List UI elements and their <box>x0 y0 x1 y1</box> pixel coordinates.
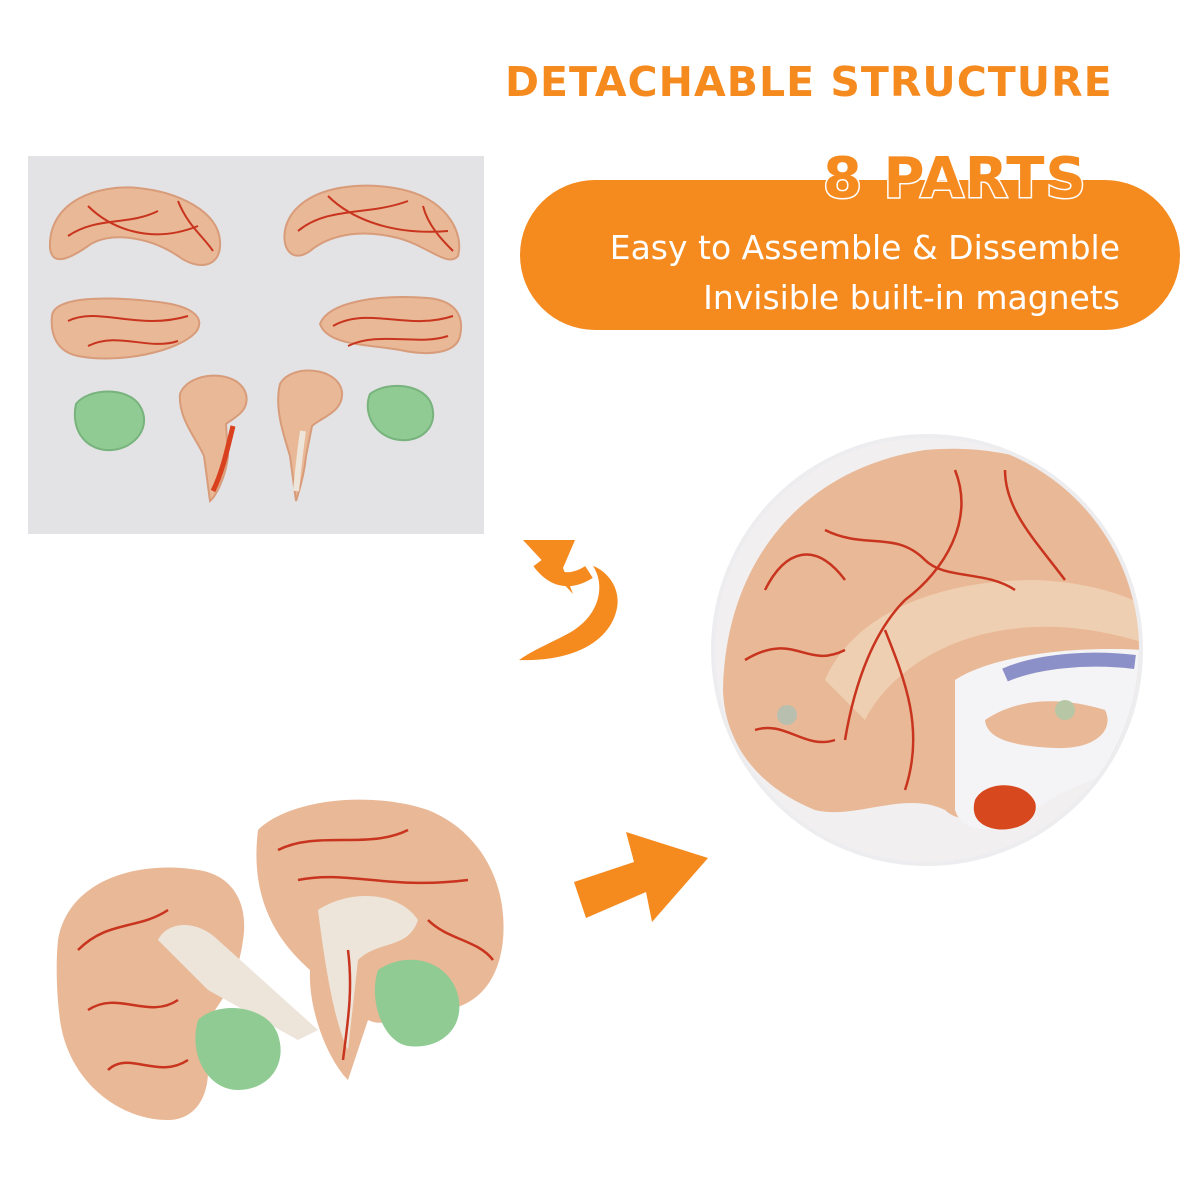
curved-arrow-icon <box>519 540 618 661</box>
brain-piece <box>178 374 248 503</box>
parts-illustration <box>48 184 463 503</box>
cerebellum <box>374 959 460 1047</box>
brain-piece <box>50 297 201 360</box>
parts-count-badge: 8 PARTS <box>822 145 1088 213</box>
parts-panel <box>28 156 484 534</box>
feature-magnets-text: Invisible built-in magnets <box>703 278 1120 317</box>
cerebellum <box>195 1008 281 1090</box>
brain-piece <box>318 296 463 355</box>
headline: DETACHABLE STRUCTURE <box>505 58 1113 106</box>
brain-piece <box>277 369 344 502</box>
brain-piece <box>48 186 222 266</box>
right-arrow-icon <box>574 832 708 922</box>
brain-piece <box>73 390 146 452</box>
assembled-brain-halves <box>56 799 504 1120</box>
feature-assemble-text: Easy to Assemble & Dissemble <box>609 228 1120 267</box>
brain-piece <box>366 384 435 442</box>
feature-pill <box>520 180 1180 330</box>
zoomed-cross-section <box>711 434 1143 866</box>
